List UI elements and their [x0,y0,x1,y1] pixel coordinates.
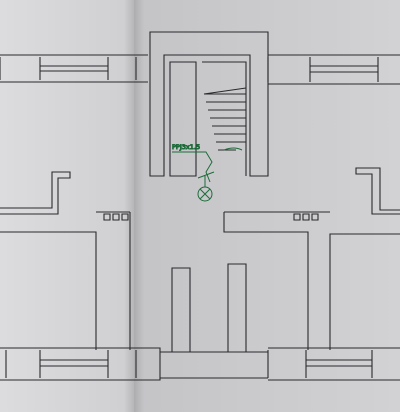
top-window-right [310,65,378,73]
stair-core-right-pier [202,61,247,176]
floor-plan-linework [0,31,400,381]
bottom-window-right [306,359,372,367]
stair-core-outline [149,31,269,177]
stair-steps [203,87,247,151]
top-window-left [40,65,108,72]
paper-left-half [0,0,134,412]
paper-fold-shadow [124,0,144,412]
left-small-window [103,213,129,221]
left-wall-lower [0,211,131,350]
stair-core-left-pier [169,61,197,177]
top-wall-left [0,54,148,83]
paper-right-half [134,0,400,412]
light-fixture-cross [199,188,211,200]
right-small-window [293,213,319,221]
cable-label: PPJ3x1.5 [172,143,200,151]
bottom-window-left [40,359,108,367]
wire-to-fixture [197,171,215,187]
cable-leader-line [172,151,213,183]
right-wall-lower [223,211,400,350]
right-wall-upper [355,167,400,215]
left-wall-upper [0,171,71,215]
bottom-wall [0,347,400,381]
electrical-annotation: PPJ3x1.5 [172,143,243,202]
switch-symbol [223,147,243,151]
